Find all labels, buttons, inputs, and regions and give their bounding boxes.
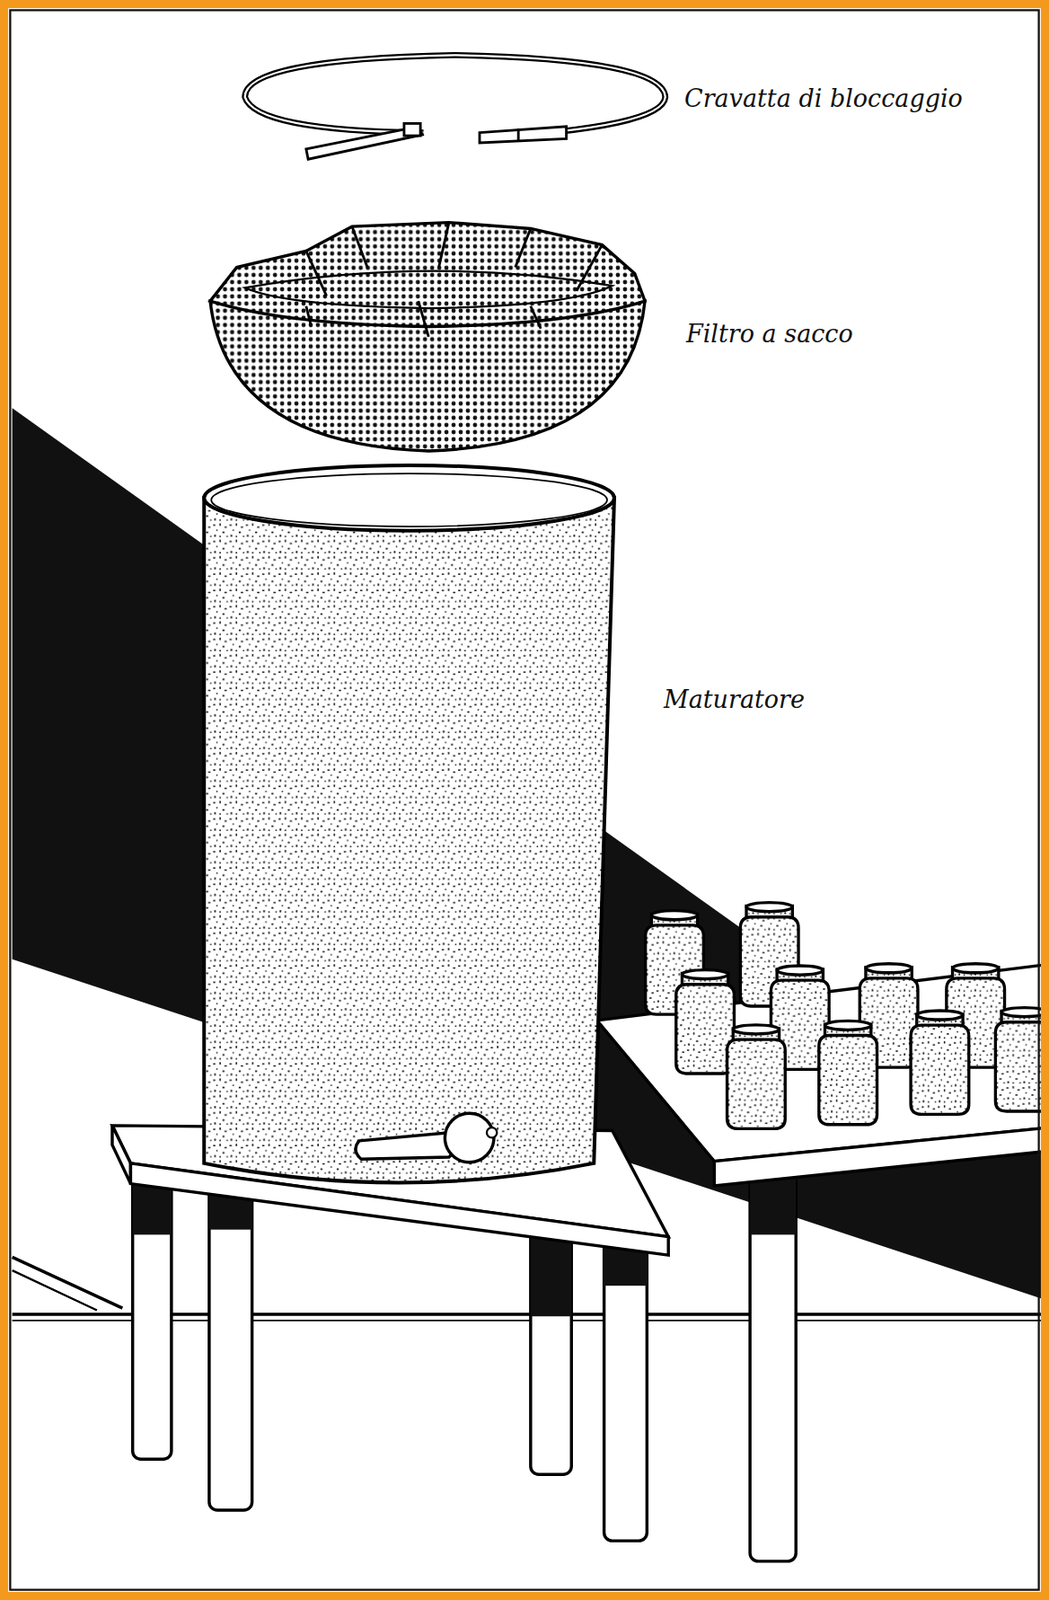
frame	[4, 4, 1046, 1596]
part-label: Filtro a sacco	[686, 321, 854, 346]
honey-jars	[645, 902, 1049, 1129]
shadow-band	[12, 407, 1049, 1301]
bag-filter	[210, 222, 645, 451]
locking-tie	[245, 54, 666, 159]
floor-line	[12, 1256, 124, 1308]
tank-table	[112, 1125, 669, 1541]
part-label: Maturatore	[663, 687, 805, 712]
jar-table	[597, 963, 1049, 1561]
floor-line	[12, 1269, 97, 1310]
maturator-tank	[203, 465, 615, 1182]
frame	[9, 9, 1039, 1589]
part-label: Cravatta di bloccaggio	[684, 86, 963, 111]
